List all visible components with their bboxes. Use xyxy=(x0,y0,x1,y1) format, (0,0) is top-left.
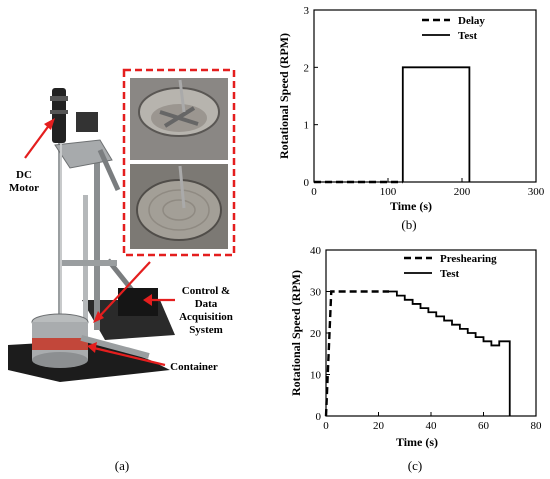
y-tick-label: 1 xyxy=(304,120,310,132)
x-tick-label: 20 xyxy=(373,420,385,432)
x-tick-label: 0 xyxy=(311,186,317,198)
motor-carriage xyxy=(54,139,113,169)
stand-pole-right xyxy=(94,145,100,330)
control-label-1: Control & xyxy=(182,285,230,297)
control-label-4: System xyxy=(189,324,223,336)
y-tick-label: 20 xyxy=(310,328,322,340)
inset-photo-bottom xyxy=(130,164,228,249)
x-tick-label: 60 xyxy=(478,420,490,432)
series-line-test xyxy=(401,66,471,182)
y-axis-label: Rotational Speed (RPM) xyxy=(289,270,303,396)
arrow-container xyxy=(93,346,166,367)
series-line-preshearing xyxy=(324,290,389,417)
y-tick-label: 30 xyxy=(310,287,322,299)
apparatus-figure: DC Motor Control & Data Acquisition Syst… xyxy=(8,68,236,473)
legend-label: Preshearing xyxy=(440,253,497,265)
y-tick-label: 10 xyxy=(310,370,322,382)
x-tick-label: 300 xyxy=(528,186,545,198)
y-tick-label: 0 xyxy=(304,177,310,189)
y-tick-label: 3 xyxy=(304,5,310,17)
panel-caption: (c) xyxy=(408,458,422,473)
x-tick-label: 0 xyxy=(323,420,329,432)
dc-motor-label-2: Motor xyxy=(9,182,39,194)
plot-frame xyxy=(325,249,537,417)
dc-motor xyxy=(52,88,66,143)
x-tick-label: 80 xyxy=(531,420,543,432)
arrow-to-inset xyxy=(97,261,151,319)
y-tick-label: 0 xyxy=(316,411,322,423)
control-label-3: Acquisition xyxy=(179,311,233,323)
cross-bar xyxy=(62,260,117,266)
inset-frame xyxy=(122,68,236,257)
x-axis-label: Time (s) xyxy=(396,435,438,449)
inset-photo-top xyxy=(130,78,228,160)
legend-label: Delay xyxy=(458,15,485,27)
panel-caption: (b) xyxy=(401,217,416,232)
legend-label: Test xyxy=(458,30,477,42)
x-tick-label: 200 xyxy=(454,186,471,198)
y-axis-label: Rotational Speed (RPM) xyxy=(277,33,291,159)
caption-a: (a) xyxy=(115,458,129,473)
series-line-test xyxy=(389,290,511,416)
dc-motor-label-1: DC xyxy=(16,169,32,181)
x-axis-label: Time (s) xyxy=(390,199,432,213)
arrow-dc-motor xyxy=(24,123,51,159)
container-label: Container xyxy=(170,361,218,373)
x-tick-label: 40 xyxy=(426,420,438,432)
y-tick-label: 2 xyxy=(304,62,310,74)
control-label-2: Data xyxy=(195,298,218,310)
legend-label: Test xyxy=(440,268,459,280)
x-tick-label: 100 xyxy=(380,186,397,198)
motor-fan xyxy=(76,112,98,132)
y-tick-label: 40 xyxy=(310,245,322,257)
plot-frame xyxy=(313,9,537,183)
